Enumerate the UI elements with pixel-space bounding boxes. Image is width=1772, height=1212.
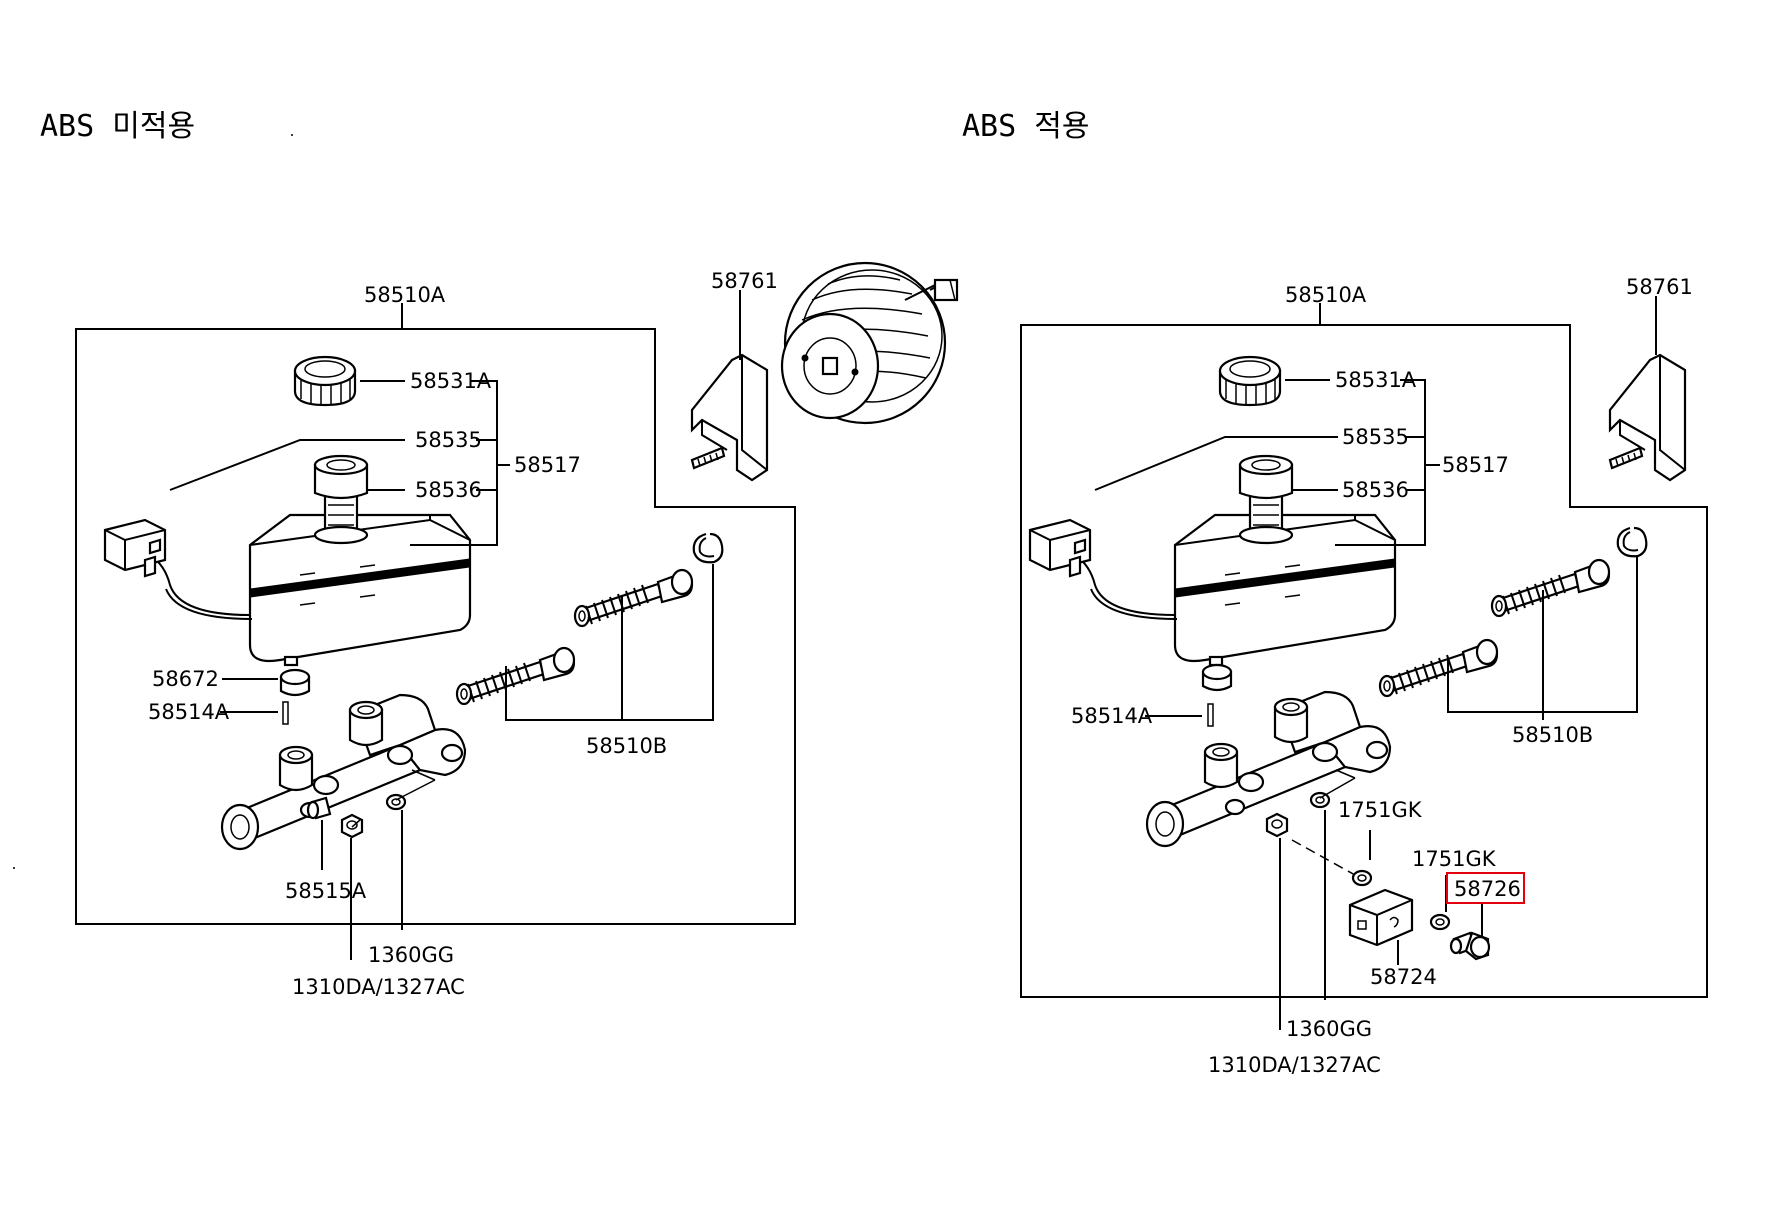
bracket-part-right (1608, 353, 1687, 482)
label-58535-right: 58535 (1342, 425, 1409, 449)
nut-part-right (1265, 812, 1289, 838)
label-58761-right: 58761 (1626, 275, 1693, 299)
bleeder-screw-part-left (306, 796, 332, 820)
assembly-frame-right (1020, 324, 1708, 998)
scan-dot (291, 134, 293, 136)
piston-spring-front-right (1490, 558, 1611, 618)
panel-left: ABS 미적용 58510A 58761 58 (40, 109, 959, 999)
label-58672-left: 58672 (152, 667, 219, 691)
grommet-part-left (279, 668, 311, 697)
title-abs-without: ABS 미적용 (40, 109, 195, 144)
label-58517-left: 58517 (514, 453, 581, 477)
piston-spring-front-left (573, 568, 694, 628)
label-58761-left: 58761 (711, 269, 778, 293)
label-58510B-left: 58510B (586, 734, 667, 758)
pin-part-left (282, 701, 289, 725)
label-58536-right: 58536 (1342, 478, 1409, 502)
gasket-b-part (1429, 913, 1451, 931)
reservoir-cap-part-right (1218, 355, 1282, 407)
bracket-part-left (690, 353, 769, 482)
panel-right: ABS 적용 58510A 58761 58531A 58535 58536 5… (962, 109, 1708, 1077)
label-58515A-left: 58515A (285, 879, 367, 903)
label-1360GG-right: 1360GG (1286, 1017, 1372, 1041)
label-58510A-left: 58510A (364, 283, 446, 307)
label-nut-right: 1310DA/1327AC (1208, 1053, 1381, 1077)
label-58724: 58724 (1370, 965, 1437, 989)
label-1360GG-left: 1360GG (368, 943, 454, 967)
label-58726[interactable]: 58726 (1454, 877, 1521, 901)
snap-ring-part-right (1616, 526, 1648, 558)
piston-spring-rear-left (455, 646, 576, 706)
assembly-frame-left (75, 328, 796, 925)
piston-spring-rear-right (1378, 638, 1499, 698)
label-58517-right: 58517 (1442, 453, 1509, 477)
pin-part-right (1207, 703, 1214, 727)
label-58514A-right: 58514A (1071, 704, 1153, 728)
reservoir-part-right (1028, 454, 1397, 667)
grommet-part-right (1201, 663, 1233, 692)
label-1751GK-b: 1751GK (1412, 847, 1497, 871)
label-58535-left: 58535 (415, 428, 482, 452)
snap-ring-part-left (692, 532, 724, 564)
highlight-box-58726[interactable] (1446, 872, 1525, 904)
brake-booster-image (780, 261, 959, 425)
label-1751GK-a: 1751GK (1338, 798, 1423, 822)
label-58510A-right: 58510A (1285, 283, 1367, 307)
connector-part (1348, 888, 1414, 947)
label-58514A-left: 58514A (148, 700, 230, 724)
reservoir-cap-part-left (293, 355, 357, 407)
gasket-a-part (1351, 869, 1373, 887)
bolt-part-58726 (1449, 931, 1491, 961)
label-58536-left: 58536 (415, 478, 482, 502)
title-abs-with: ABS 적용 (962, 109, 1089, 144)
nut-part-left (340, 813, 364, 839)
label-nut-left: 1310DA/1327AC (292, 975, 465, 999)
label-58510B-right: 58510B (1512, 723, 1593, 747)
scan-dot-2 (13, 867, 15, 869)
